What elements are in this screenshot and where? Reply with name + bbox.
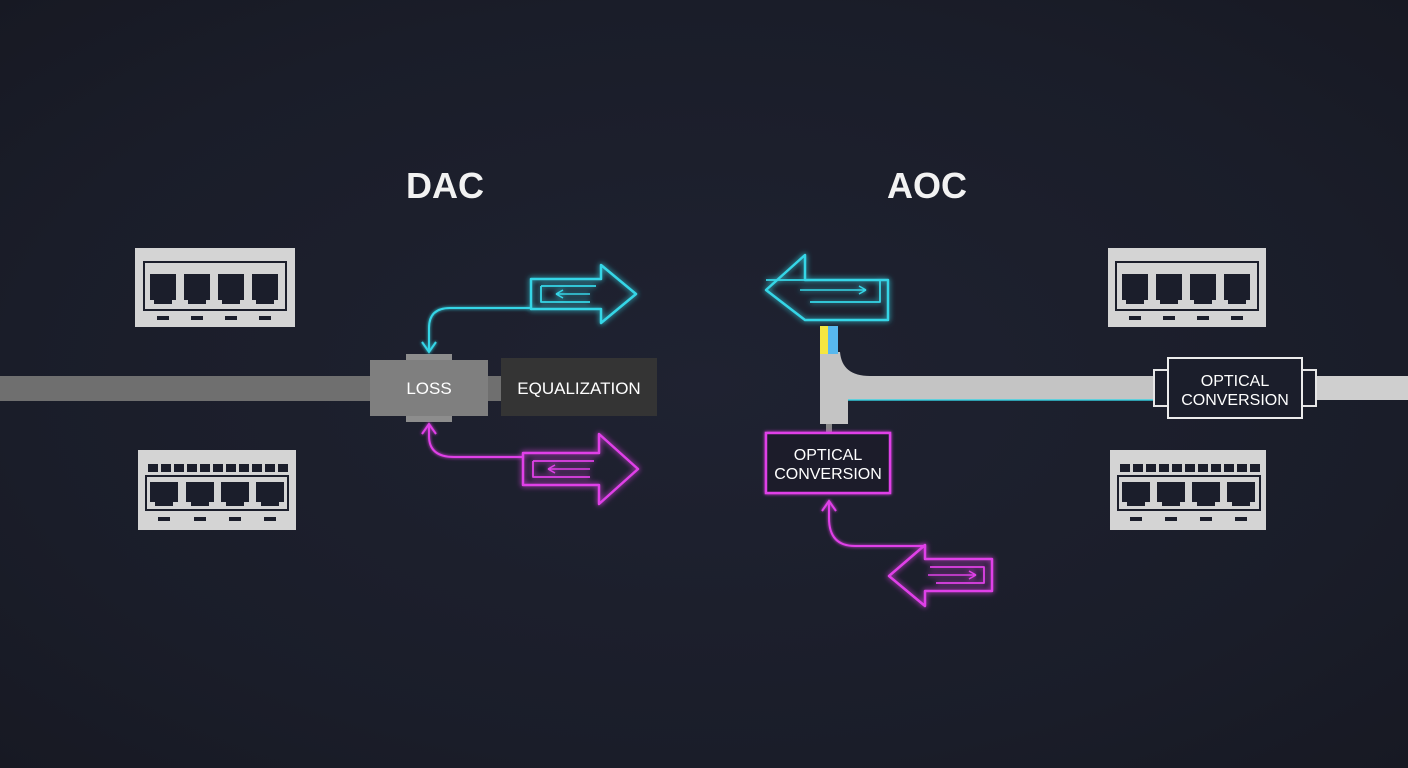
dac-cyan-arrowhead bbox=[421, 341, 437, 354]
arrow-right-icon bbox=[529, 263, 638, 325]
sfp-port-panel-icon bbox=[1110, 450, 1266, 530]
arrow-left-icon bbox=[764, 253, 890, 322]
optical-conversion-right-line2: CONVERSION bbox=[1181, 392, 1289, 409]
arrow-right-icon bbox=[521, 432, 640, 506]
aoc-magenta-connector bbox=[828, 503, 925, 547]
rj45-port-panel-icon bbox=[135, 248, 295, 327]
optical-conversion-line1: OPTICAL bbox=[794, 447, 863, 464]
aoc-cable bbox=[820, 326, 1408, 436]
arrow-left-icon bbox=[887, 543, 994, 608]
optical-conversion-line2: CONVERSION bbox=[774, 466, 882, 483]
rj45-port-panel-icon bbox=[1108, 248, 1266, 327]
aoc-magenta-arrowhead bbox=[821, 499, 837, 512]
sfp-port-panel-icon bbox=[138, 450, 296, 530]
optical-conversion-module-left: OPTICAL CONVERSION bbox=[764, 431, 892, 495]
loss-block: LOSS bbox=[370, 354, 488, 422]
dac-magenta-arrowhead bbox=[421, 422, 437, 435]
optical-conversion-right-line1: OPTICAL bbox=[1201, 373, 1270, 390]
dac-title: DAC bbox=[406, 165, 484, 206]
equalization-label: EQUALIZATION bbox=[517, 379, 640, 398]
dac-magenta-connector bbox=[428, 426, 523, 458]
dac-cable bbox=[0, 376, 372, 401]
optical-conversion-module-right: OPTICAL CONVERSION bbox=[1153, 357, 1317, 419]
equalization-block: EQUALIZATION bbox=[501, 358, 657, 416]
loss-label: LOSS bbox=[406, 379, 451, 398]
aoc-title: AOC bbox=[887, 165, 967, 206]
dac-cyan-connector bbox=[428, 307, 531, 350]
